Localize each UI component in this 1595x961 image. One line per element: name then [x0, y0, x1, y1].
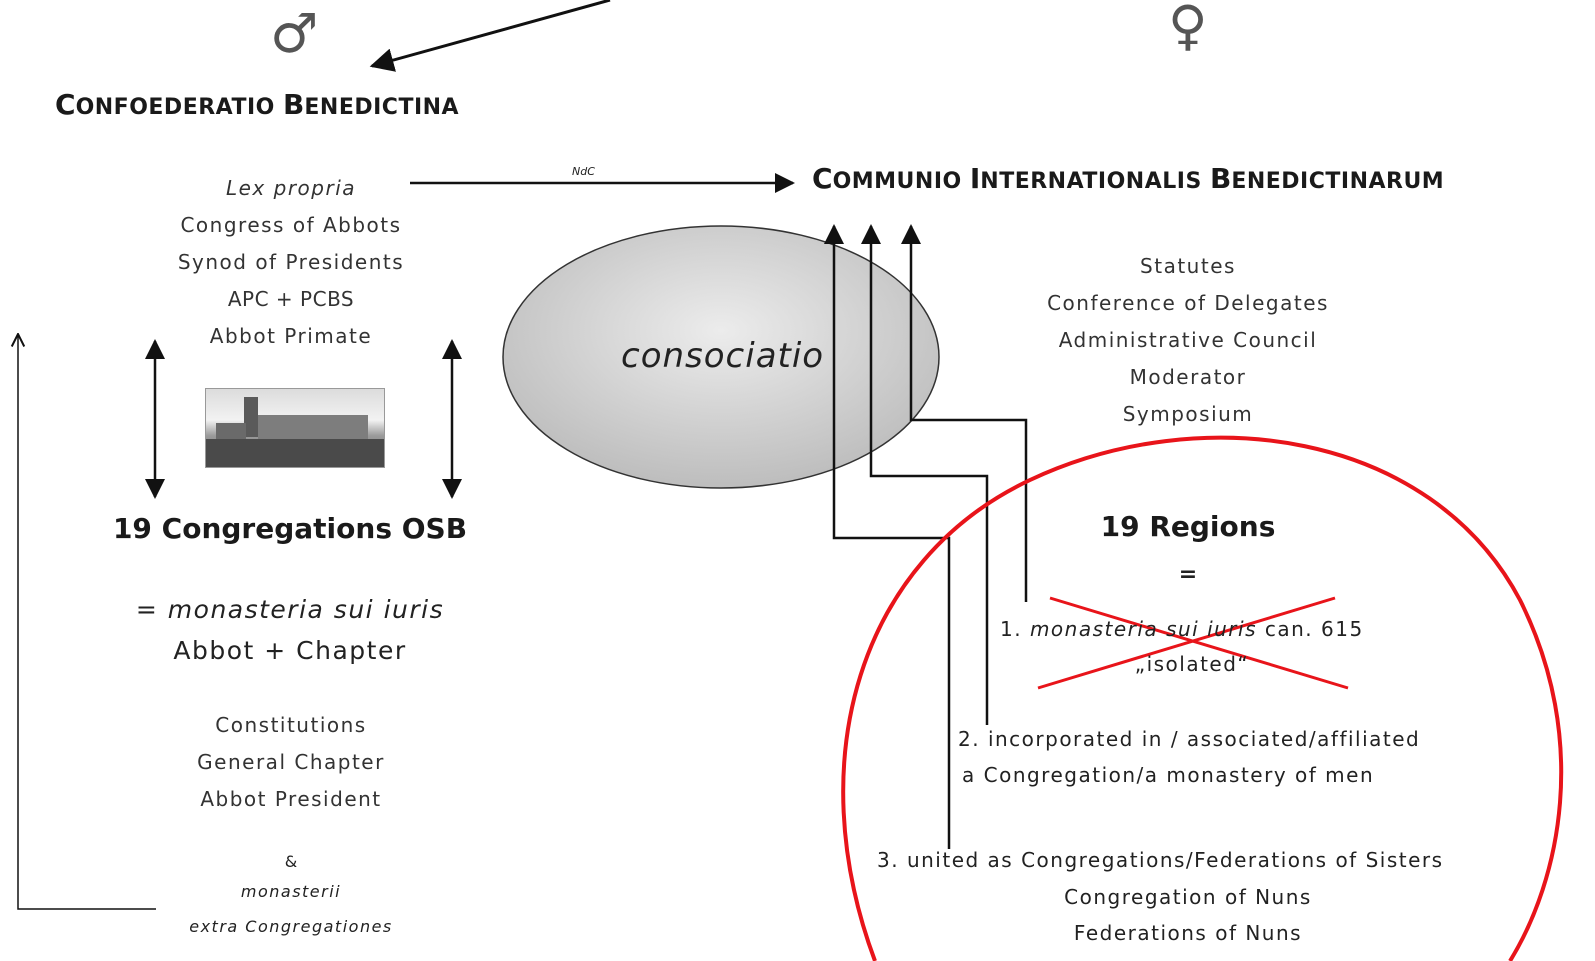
- statute-item: Conference of Delegates: [1047, 291, 1329, 315]
- lex-propria: Lex propria: [225, 176, 357, 200]
- region-item-3-line2: Congregation of Nuns: [1064, 885, 1312, 909]
- connector-1: [901, 224, 1028, 602]
- monastery-photo: [205, 388, 385, 468]
- consociatio-ellipse: [502, 225, 940, 489]
- congregations-heading: 19 Congregations OSB: [112, 512, 468, 545]
- gov-item: Congress of Abbots: [180, 213, 402, 237]
- statute-item: Moderator: [1129, 365, 1247, 389]
- extra-congregationes: extra Congregationes: [189, 917, 393, 936]
- monastery-icon: [206, 397, 384, 467]
- red-cross-line-2: [1037, 596, 1336, 690]
- regions-heading: 19 Regions: [1100, 510, 1276, 543]
- sui-iuris-line: = monasteria sui iuris: [135, 595, 445, 624]
- gov-item: APC + PCBS: [227, 287, 355, 311]
- constitution-item: Abbot President: [200, 787, 382, 811]
- consociatio-label: consociatio: [621, 336, 825, 376]
- region-item-1-note: „isolated“: [1134, 652, 1250, 676]
- statute-item: Symposium: [1122, 402, 1254, 426]
- confoederatio-title: CONFOEDERATIO BENEDICTINA: [55, 88, 460, 121]
- statute-item: Administrative Council: [1058, 328, 1318, 352]
- left-governance: Lex propria Congress of Abbots Synod of …: [178, 170, 404, 355]
- constitution-item: Constitutions: [215, 713, 367, 737]
- region-item-2-line2: a Congregation/a monastery of men: [962, 763, 1375, 787]
- statute-item: Statutes: [1140, 254, 1236, 278]
- top-arrow: [369, 0, 611, 72]
- connector-3: [824, 224, 951, 849]
- right-governance: Statutes Conference of Delegates Adminis…: [1047, 248, 1329, 433]
- connector-2: [861, 224, 989, 725]
- regions-equals: =: [1178, 562, 1198, 587]
- abbot-chapter: Abbot + Chapter: [173, 636, 407, 665]
- ndc-label: NdC: [572, 165, 595, 178]
- region-item-2-line1: 2. incorporated in / associated/affiliat…: [958, 727, 1421, 751]
- monasterii: monasterii: [240, 882, 342, 901]
- red-highlight-circle: [841, 435, 1564, 961]
- ampersand: &: [284, 852, 298, 871]
- left-return-arrow: [18, 334, 156, 910]
- male-symbol: ♂: [270, 2, 319, 65]
- left-constitutions: Constitutions General Chapter Abbot Pres…: [197, 707, 385, 818]
- gov-item: Synod of Presidents: [177, 250, 405, 274]
- communio-title: COMMUNIO INTERNATIONALIS BENEDICTINARUM: [812, 162, 1445, 195]
- region-item-3-line3: Federations of Nuns: [1073, 921, 1303, 945]
- female-symbol: ♀: [1168, 0, 1208, 57]
- red-cross-line-1: [1049, 596, 1349, 690]
- region-item-3-line1: 3. united as Congregations/Federations o…: [877, 848, 1444, 872]
- region-item-1: 1. monasteria sui iuris can. 615: [1000, 617, 1364, 641]
- constitution-item: General Chapter: [197, 750, 385, 774]
- gov-item: Abbot Primate: [209, 324, 373, 348]
